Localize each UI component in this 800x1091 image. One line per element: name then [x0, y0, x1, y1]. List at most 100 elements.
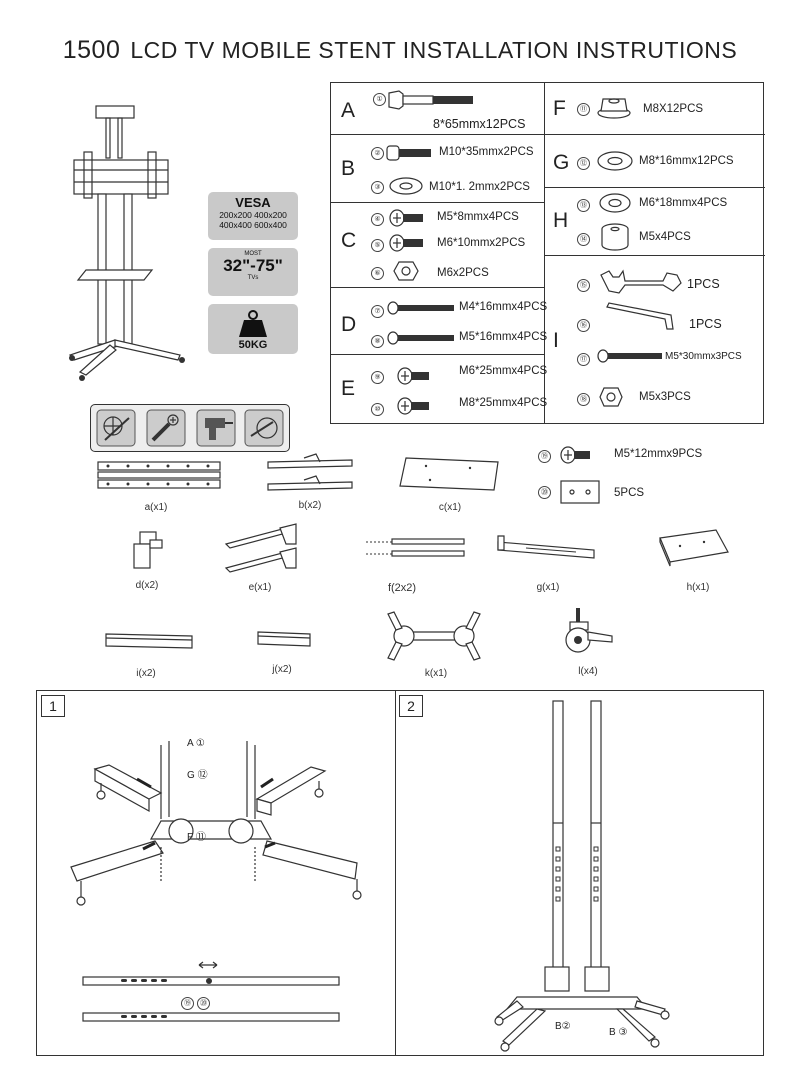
extra-label-20: 5PCS	[614, 487, 645, 499]
screw-icon	[397, 367, 429, 385]
vesa-line1: 200x200 400x200	[219, 210, 287, 220]
washer-icon	[389, 177, 423, 195]
section-letter-a: A	[341, 99, 356, 122]
item-num-11: ⑪	[577, 103, 590, 116]
part-c-plate	[399, 457, 499, 491]
item-label-14: M5x4PCS	[639, 231, 691, 243]
item-label-2: M10*35mmx2PCS	[439, 146, 534, 158]
screw-icon	[387, 301, 454, 315]
section-letter-d: D	[341, 313, 357, 336]
section-letter-g: G	[553, 151, 570, 174]
item-label-1: 8*65mmx12PCS	[433, 117, 526, 131]
part-label-d: d(x2)	[135, 580, 159, 591]
section-letter-b: B	[341, 157, 356, 180]
item-num-15: ⑮	[577, 279, 590, 292]
bolt-icon	[388, 90, 473, 110]
part-label-l: l(x4)	[578, 666, 598, 677]
drill-icon	[196, 409, 236, 447]
screw-icon	[560, 446, 590, 464]
tube-num-20: ⑳	[197, 997, 210, 1010]
callout-g: G ⑫	[187, 770, 208, 781]
item-num-19: ⑲	[538, 450, 551, 463]
section-letter-c: C	[341, 229, 357, 252]
step1-tube-assembly	[82, 961, 340, 1022]
item-num-2: ②	[371, 147, 384, 160]
spacer-icon	[601, 223, 629, 251]
screw-icon	[387, 331, 454, 345]
step-number-1: 1	[41, 695, 65, 717]
callout-b3: B ③	[609, 1027, 628, 1038]
part-i-bar	[105, 633, 193, 649]
item-label-17: M5*30mmx3PCS	[665, 351, 742, 362]
item-num-7: ⑦	[371, 305, 384, 318]
item-num-9: ⑨	[371, 371, 384, 384]
part-label-b: b(x2)	[298, 500, 322, 511]
installation-steps: 1 A ① G ⑫ F ⑪ ⑲ ⑳ 2	[36, 690, 764, 1056]
part-d-connector	[133, 531, 163, 569]
item-num-10: ⑩	[371, 403, 384, 416]
part-a-plate	[97, 461, 221, 489]
measure-tool-icon	[96, 409, 136, 447]
item-num-12: ⑫	[577, 157, 590, 170]
item-num-13: ⑬	[577, 199, 590, 212]
callout-b2: B②	[555, 1021, 571, 1032]
item-label-13: M6*18mmx4PCS	[639, 197, 728, 209]
section-letter-i: I	[553, 329, 559, 352]
spacer-plate-icon	[560, 480, 600, 504]
item-num-4: ④	[371, 213, 384, 226]
item-label-4: M5*8mmx4PCS	[437, 211, 519, 223]
weight-badge: 50KG	[208, 304, 298, 354]
item-num-5: ⑤	[371, 239, 384, 252]
part-label-g: g(x1)	[536, 582, 560, 593]
screw-icon	[397, 397, 429, 415]
item-num-1: ①	[373, 93, 386, 106]
section-letter-f: F	[553, 97, 566, 120]
item-label-12: M8*16mmx12PCS	[639, 155, 734, 167]
part-h-shelf	[659, 529, 729, 567]
washer-icon	[597, 151, 633, 171]
size-top: MOST	[244, 251, 262, 257]
item-num-6: ⑥	[371, 267, 384, 280]
item-num-14: ⑭	[577, 233, 590, 246]
model-number: 1500	[62, 36, 121, 64]
item-label-15: 1PCS	[687, 277, 720, 291]
part-k-base	[387, 611, 481, 661]
screw-icon	[389, 209, 423, 227]
item-label-9: M6*25mmx4PCS	[459, 365, 548, 377]
item-label-6: M6x2PCS	[437, 267, 489, 279]
item-num-3: ③	[371, 181, 384, 194]
section-letter-e: E	[341, 377, 356, 400]
step1-base-assembly	[70, 741, 362, 906]
hardware-table: A ① 8*65mmx12PCS B ② M10*35mmx2PCS ③ M10…	[330, 82, 765, 424]
item-num-16: ⑯	[577, 319, 590, 332]
allen-key-icon	[606, 302, 674, 330]
vesa-badge: VESA 200x200 400x200 400x400 600x400	[208, 192, 298, 240]
part-l-caster	[565, 608, 613, 653]
part-label-i: i(x2)	[136, 668, 156, 679]
weight-label: 50KG	[238, 339, 268, 351]
part-e-arms	[224, 523, 297, 573]
washer-icon	[599, 193, 631, 213]
part-label-j: j(x2)	[272, 664, 292, 675]
size-bottom: TVs	[247, 275, 259, 281]
flange-nut-icon	[597, 98, 631, 119]
part-g-bar	[497, 535, 595, 559]
item-label-5: M6*10mmx2PCS	[437, 237, 526, 249]
item-label-7: M4*16mmx4PCS	[459, 301, 548, 313]
vesa-title: VESA	[235, 195, 271, 210]
item-label-10: M8*25mmx4PCS	[459, 397, 548, 409]
item-label-3: M10*1. 2mmx2PCS	[429, 181, 530, 193]
screw-icon	[597, 349, 662, 363]
extra-label-19: M5*12mmx9PCS	[614, 448, 703, 460]
part-label-f: f(2x2)	[387, 582, 417, 594]
part-label-h: h(x1)	[686, 582, 710, 593]
part-label-e: e(x1)	[248, 582, 272, 593]
wrench-icon	[600, 269, 682, 294]
item-num-8: ⑧	[371, 335, 384, 348]
part-label-c: c(x1)	[438, 502, 462, 513]
level-tool-icon	[244, 409, 284, 447]
nut-icon	[599, 387, 623, 407]
callout-a: A ①	[187, 738, 205, 749]
tv-stand-illustration	[68, 105, 185, 381]
